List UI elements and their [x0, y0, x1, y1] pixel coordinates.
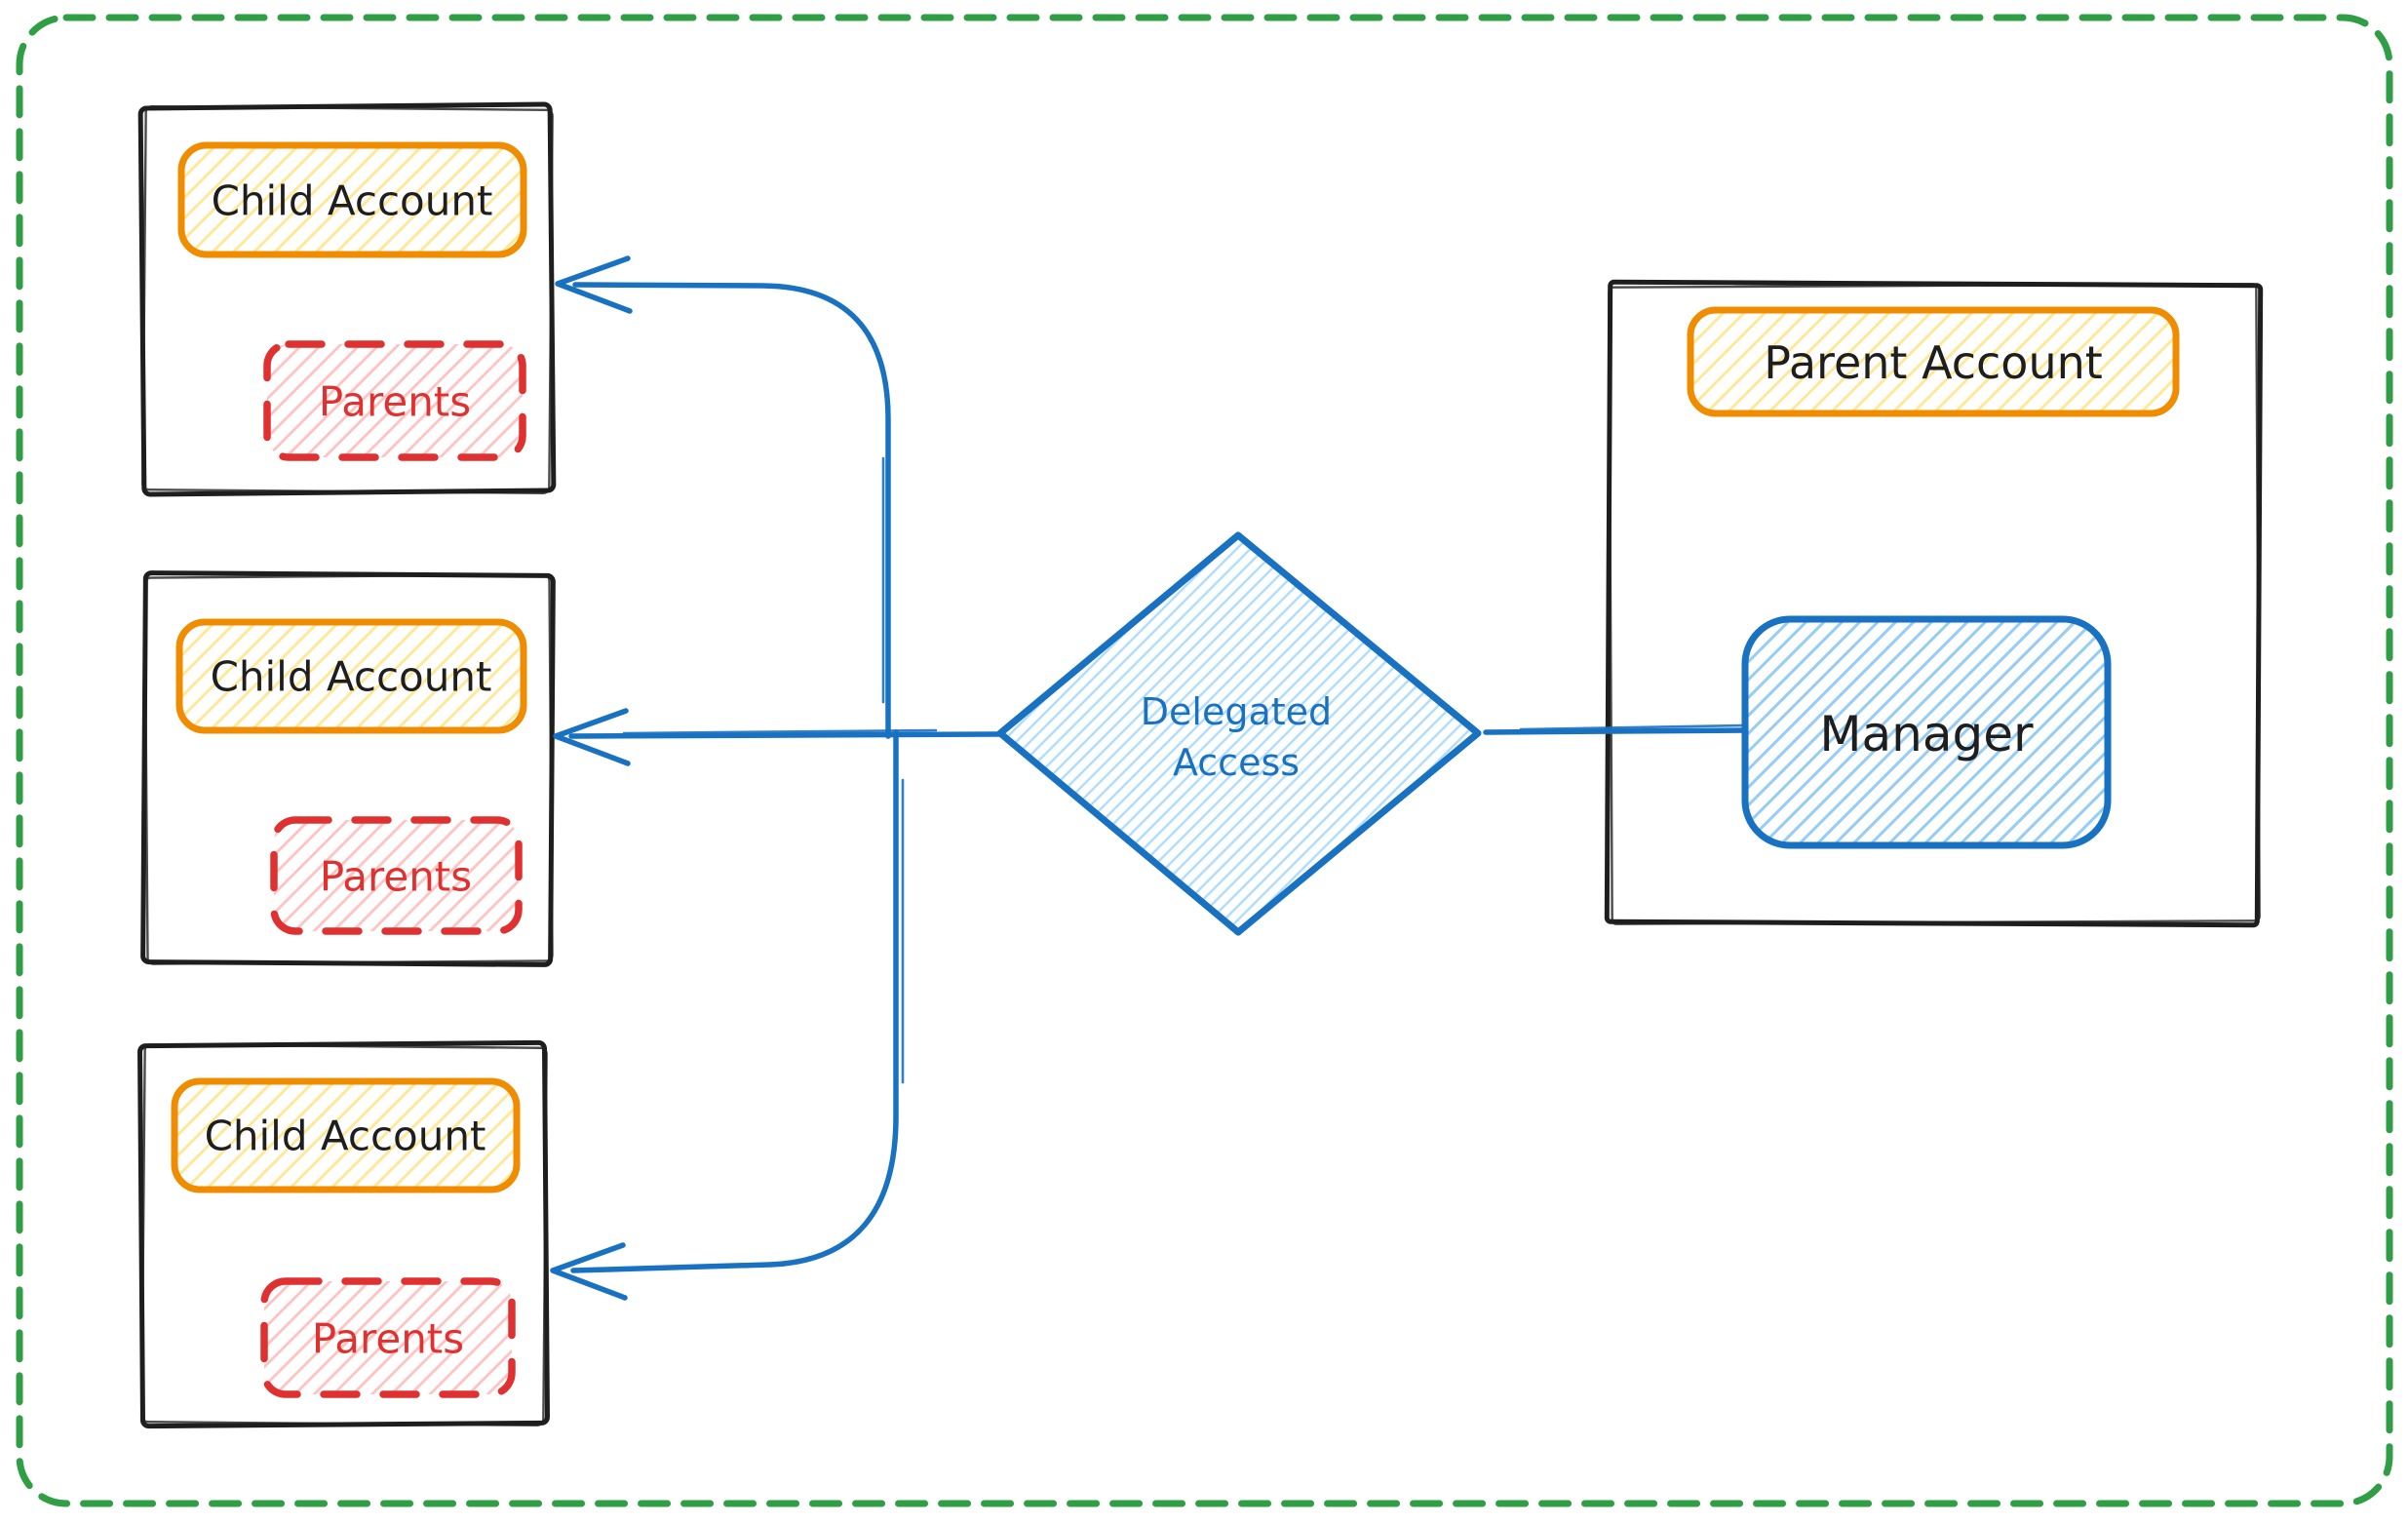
- child-account-card-3: Child Account Parents: [137, 1039, 550, 1429]
- child-account-title-2: Child Account: [211, 653, 492, 701]
- canvas-border: [16, 14, 2393, 1507]
- parent-account-card: Parent Account Manager: [1604, 279, 2264, 928]
- arrow-to-child-2-head: [553, 708, 631, 766]
- parents-box-3: [260, 1277, 516, 1398]
- arrow-to-child-3-line: [570, 729, 899, 1273]
- arrow-to-child-2-line: [568, 731, 1005, 739]
- child-account-label-3: [171, 1077, 521, 1193]
- parent-card-frame-sketch: [1608, 283, 2261, 925]
- parents-box-2: [270, 816, 523, 935]
- arrow-to-child-3-head: [550, 1242, 628, 1301]
- child-card-2-frame-sketch: [143, 573, 554, 965]
- parents-badge-2: Parents: [320, 853, 472, 901]
- parents-box-1: [263, 340, 526, 461]
- parents-badge-3: Parents: [312, 1315, 464, 1363]
- delegated-access-line2: Access: [1173, 741, 1300, 784]
- manager-label: Manager: [1819, 706, 2034, 762]
- connector-manager-to-diamond-sketch: [1519, 723, 1745, 731]
- child-card-1-frame-sketch: [141, 105, 554, 494]
- child-card-3-frame-sketch: [140, 1043, 548, 1426]
- parents-badge-1: Parents: [319, 378, 471, 426]
- arrow-to-child-2: [553, 708, 1005, 766]
- parent-account-title: Parent Account: [1764, 336, 2103, 389]
- delegated-access-line1: Delegated: [1141, 690, 1332, 733]
- connector-manager-to-diamond: [1483, 727, 1748, 735]
- child-account-label-1: [177, 141, 527, 258]
- arrow-to-child-2-sketch: [622, 728, 938, 735]
- arrow-to-child-3: [550, 729, 905, 1301]
- child-account-title-1: Child Account: [212, 177, 493, 225]
- arrow-to-child-1-head: [555, 255, 633, 314]
- parent-account-label: [1687, 306, 2180, 417]
- child-account-card-1: Child Account Parents: [137, 101, 557, 497]
- delegated-access-diamond: Delegated Access: [996, 531, 1482, 936]
- arrow-to-child-1: [555, 255, 891, 739]
- child-account-label-2: [175, 618, 527, 734]
- arrow-to-child-1-line: [572, 282, 891, 739]
- connectors: [550, 255, 1748, 1301]
- child-account-title-3: Child Account: [205, 1113, 486, 1160]
- child-account-card-2: Child Account Parents: [140, 570, 556, 967]
- diamond-shape: [996, 531, 1482, 936]
